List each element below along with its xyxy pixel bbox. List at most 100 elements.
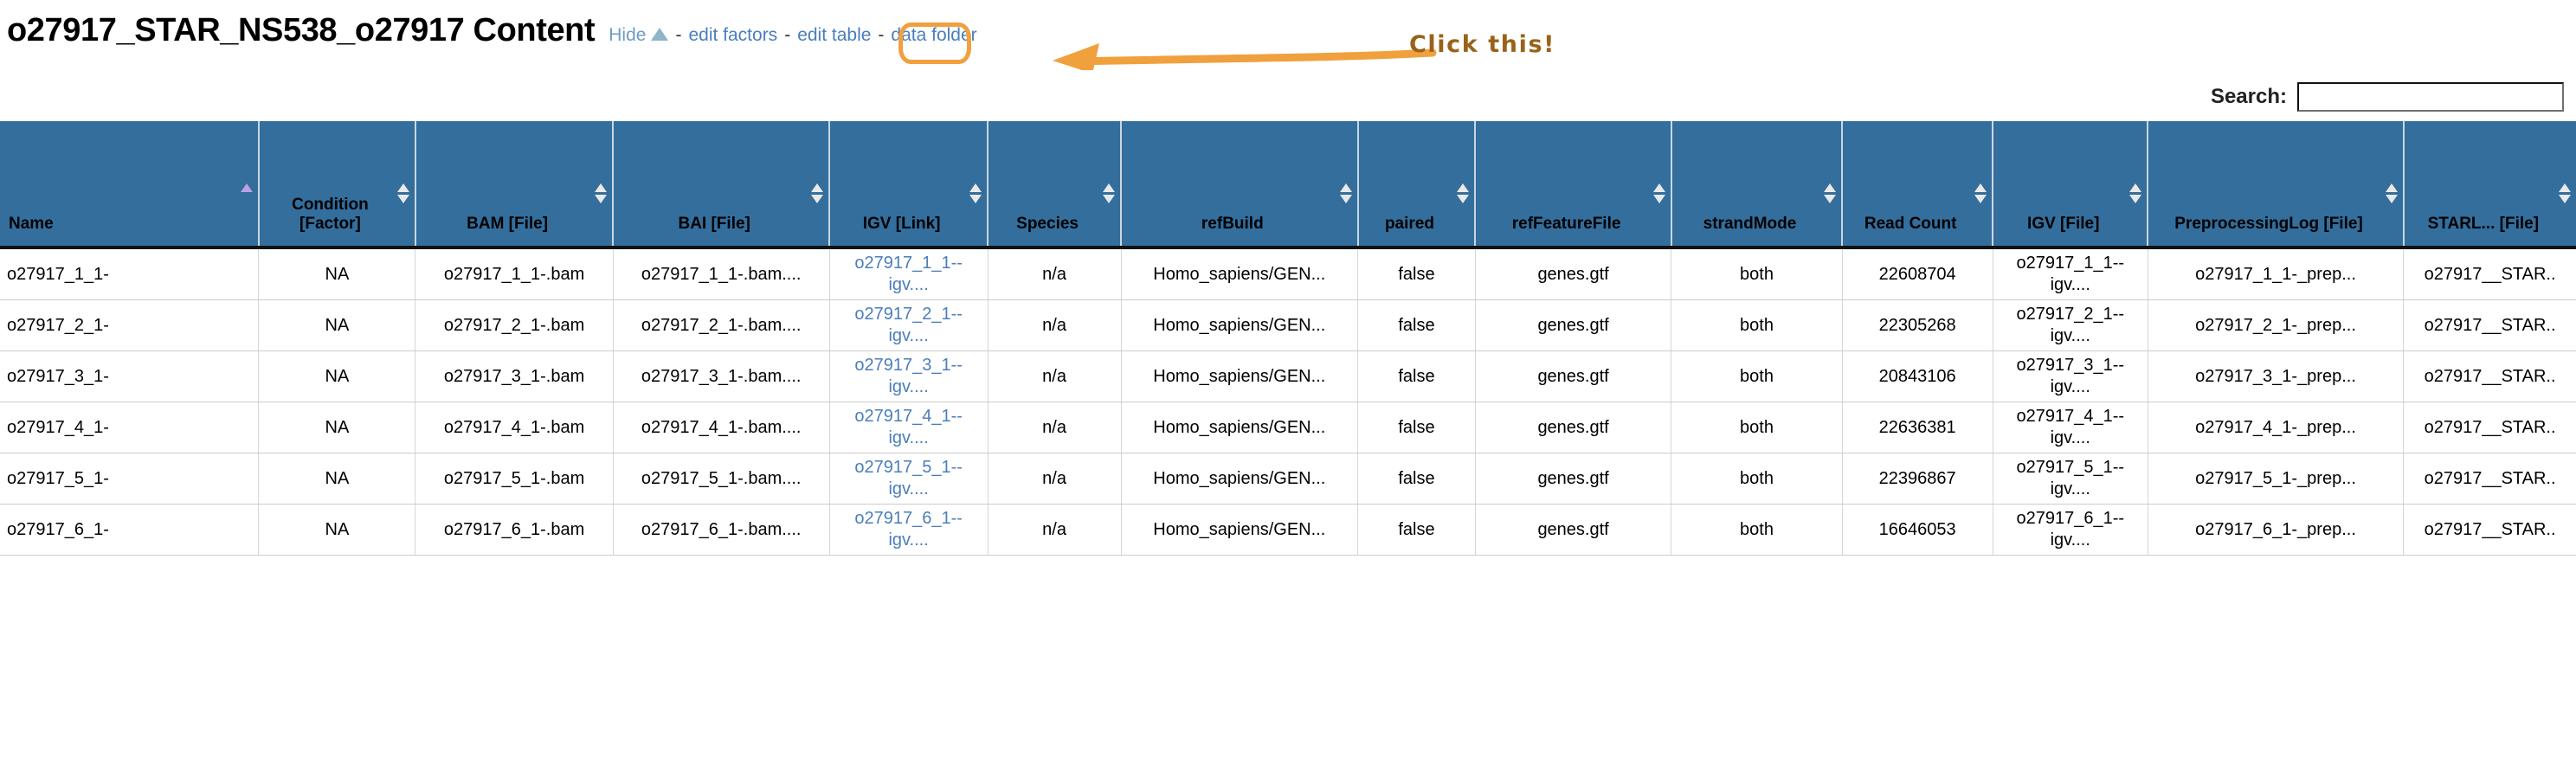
column-header-bai-file[interactable]: BAI [File]: [613, 121, 831, 249]
edit-table-link[interactable]: edit table: [797, 25, 872, 45]
column-header-label: refFeatureFile: [1511, 215, 1621, 234]
cell-strandmode: both: [1671, 248, 1843, 300]
search-input[interactable]: [2297, 82, 2564, 112]
column-header-starl-file[interactable]: STARL... [File]: [2403, 121, 2576, 249]
igv-link[interactable]: o27917_5_1--igv....: [854, 458, 963, 498]
column-header-paired[interactable]: paired: [1357, 121, 1477, 249]
sort-toggle-icon[interactable]: [396, 183, 409, 206]
cell-species: n/a: [988, 248, 1122, 300]
cell-starlog: o27917__STAR..: [2403, 453, 2576, 505]
cell-igv-link: o27917_1_1--igv....: [829, 248, 989, 300]
sort-toggle-icon[interactable]: [2385, 183, 2398, 206]
cell-paired: false: [1357, 453, 1476, 505]
cell-bam: o27917_4_1-.bam: [415, 402, 614, 453]
hide-link[interactable]: Hide: [609, 25, 647, 45]
page-header: o27917_STAR_NS538_o27917 Content Hide - …: [0, 0, 2576, 121]
column-header-name[interactable]: Name: [0, 121, 260, 249]
separator-1: -: [675, 25, 682, 45]
cell-refbuild: Homo_sapiens/GEN...: [1121, 504, 1359, 556]
column-header-preprocessinglog-file[interactable]: PreprocessingLog [File]: [2148, 121, 2405, 249]
column-header-bam-file[interactable]: BAM [File]: [415, 121, 615, 249]
cell-preprocessinglog: o27917_3_1-_prep...: [2148, 350, 2405, 402]
column-header-condition-factor[interactable]: Condition [Factor]: [258, 121, 416, 249]
sort-ascending-icon[interactable]: [240, 183, 253, 206]
column-header-label: refBuild: [1201, 215, 1264, 234]
hide-caret-icon: [651, 28, 669, 41]
cell-preprocessinglog: o27917_2_1-_prep...: [2148, 299, 2405, 351]
cell-refbuild: Homo_sapiens/GEN...: [1121, 299, 1359, 351]
cell-species: n/a: [988, 504, 1122, 556]
column-header-read-count[interactable]: Read Count: [1842, 121, 1994, 249]
cell-refbuild: Homo_sapiens/GEN...: [1121, 402, 1359, 453]
sort-toggle-icon[interactable]: [2559, 183, 2571, 206]
cell-condition: NA: [258, 248, 416, 300]
column-header-igv-file[interactable]: IGV [File]: [1993, 121, 2149, 249]
column-header-label: IGV [File]: [2027, 215, 2100, 234]
column-header-label: Name: [9, 215, 54, 234]
cell-readcount: 22305268: [1842, 299, 1993, 351]
edit-factors-link[interactable]: edit factors: [688, 25, 778, 45]
sort-toggle-icon[interactable]: [595, 183, 608, 206]
cell-starlog: o27917__STAR..: [2403, 350, 2576, 402]
cell-paired: false: [1357, 504, 1476, 556]
cell-name: o27917_5_1-: [0, 453, 260, 505]
column-header-species[interactable]: Species: [988, 121, 1123, 249]
cell-igv-file: o27917_4_1--igv....: [1993, 402, 2148, 453]
cell-igv-link: o27917_3_1--igv....: [829, 350, 989, 402]
sort-toggle-icon[interactable]: [1652, 183, 1665, 206]
sort-toggle-icon[interactable]: [1457, 183, 1470, 206]
column-header-strandmode[interactable]: strandMode: [1671, 121, 1844, 249]
igv-link[interactable]: o27917_4_1--igv....: [854, 407, 963, 447]
cell-reffeaturefile: genes.gtf: [1475, 248, 1672, 300]
cell-readcount: 20843106: [1842, 350, 1993, 402]
cell-preprocessinglog: o27917_5_1-_prep...: [2148, 453, 2405, 505]
column-header-igv-link[interactable]: IGV [Link]: [829, 121, 989, 249]
annotation-arrow-icon: [1053, 43, 1437, 70]
cell-readcount: 22396867: [1842, 453, 1993, 505]
cell-name: o27917_6_1-: [0, 504, 260, 556]
cell-name: o27917_3_1-: [0, 350, 260, 402]
cell-bai: o27917_6_1-.bam....: [613, 504, 830, 556]
sort-toggle-icon[interactable]: [2129, 183, 2142, 206]
cell-readcount: 22636381: [1842, 402, 1993, 453]
igv-link[interactable]: o27917_3_1--igv....: [854, 356, 963, 396]
cell-reffeaturefile: genes.gtf: [1475, 299, 1672, 351]
column-header-reffeaturefile[interactable]: refFeatureFile: [1475, 121, 1672, 249]
cell-species: n/a: [988, 299, 1122, 351]
igv-link[interactable]: o27917_6_1--igv....: [854, 509, 963, 550]
cell-condition: NA: [258, 453, 416, 505]
cell-igv-file: o27917_3_1--igv....: [1993, 350, 2148, 402]
title-row: o27917_STAR_NS538_o27917 Content Hide - …: [7, 12, 977, 49]
sort-toggle-icon[interactable]: [969, 183, 982, 206]
igv-link[interactable]: o27917_1_1--igv....: [854, 254, 963, 294]
cell-species: n/a: [988, 402, 1122, 453]
cell-preprocessinglog: o27917_6_1-_prep...: [2148, 504, 2405, 556]
separator-2: -: [784, 25, 791, 45]
column-header-label: Read Count: [1864, 215, 1957, 234]
sort-toggle-icon[interactable]: [1103, 183, 1116, 206]
column-header-refbuild[interactable]: refBuild: [1121, 121, 1359, 249]
cell-condition: NA: [258, 299, 416, 351]
cell-bai: o27917_1_1-.bam....: [613, 248, 830, 300]
sort-toggle-icon[interactable]: [1339, 183, 1352, 206]
cell-bai: o27917_2_1-.bam....: [613, 299, 830, 351]
cell-bam: o27917_2_1-.bam: [415, 299, 614, 351]
cell-bam: o27917_3_1-.bam: [415, 350, 614, 402]
sort-toggle-icon[interactable]: [1974, 183, 1987, 206]
sort-toggle-icon[interactable]: [811, 183, 824, 206]
cell-paired: false: [1357, 350, 1476, 402]
data-folder-link[interactable]: data folder: [891, 25, 977, 45]
cell-strandmode: both: [1671, 350, 1843, 402]
sort-toggle-icon[interactable]: [1824, 183, 1837, 206]
cell-name: o27917_1_1-: [0, 248, 260, 300]
igv-link[interactable]: o27917_2_1--igv....: [854, 305, 963, 345]
cell-igv-link: o27917_4_1--igv....: [829, 402, 989, 453]
cell-bam: o27917_5_1-.bam: [415, 453, 614, 505]
cell-bai: o27917_3_1-.bam....: [613, 350, 830, 402]
cell-starlog: o27917__STAR..: [2403, 504, 2576, 556]
cell-reffeaturefile: genes.gtf: [1475, 504, 1672, 556]
